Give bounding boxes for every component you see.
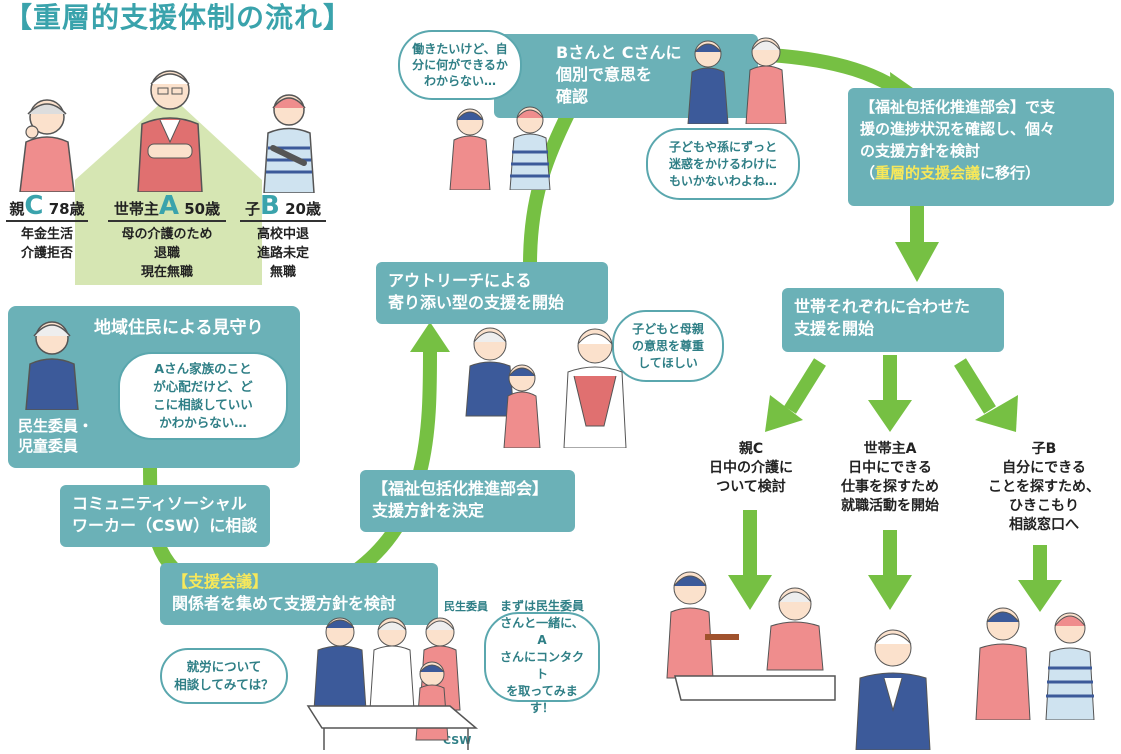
role-head-a: 世帯主A 50歳 母の介護のため退職現在無職 (108, 193, 226, 282)
shaft-branch-c (784, 358, 826, 414)
arrow-branch-c (765, 395, 803, 432)
csw-consult-box: コミュニティソーシャルワーカー（CSW）に相談 (60, 485, 270, 547)
care-scene-illustration (666, 571, 836, 701)
shaft-outcome-a (883, 530, 897, 580)
role-child-b: 子B 20歳 高校中退進路未定無職 (240, 193, 326, 282)
shaft-outcome-c (743, 510, 757, 580)
arrow-branch-a (868, 400, 912, 432)
bubble-want-to-work: 働きたいけど、自分に何ができるかわからない… (398, 30, 522, 100)
confirm-scene-illustration (449, 106, 551, 190)
support-meeting-box: 【支援会議】 関係者を集めて支援方針を検討 (160, 563, 438, 625)
consult-window-illustration (975, 607, 1095, 720)
person-head-a-illustration (137, 70, 203, 192)
arrow-branch-b (975, 395, 1018, 432)
outreach-box: アウトリーチによる寄り添い型の支援を開始 (376, 262, 608, 324)
person-child-b-illustration (263, 94, 315, 193)
person-neighbor-illustration (25, 321, 79, 410)
bubble-employment-suggest: 就労について相談してみては？ (160, 648, 288, 704)
bubble-dont-want-to-burden: 子どもや孫にずっと迷惑をかけるわけにもいかないわよね… (646, 128, 800, 200)
arrow-outcome-c (728, 575, 772, 610)
outreach-scene-illustration (465, 327, 627, 448)
arrow-down-each (895, 242, 939, 282)
arrow-up-outreach (410, 322, 450, 352)
arrow-outcome-a (868, 575, 912, 610)
page-title: 【重層的支援体制の流れ】 (4, 1, 353, 34)
job-hunt-illustration (855, 629, 931, 750)
bubble-neighbor-worry: Aさん家族のことが心配だけど、どこに相談していいかわからない… (118, 352, 288, 440)
community-watch-label: 地域住民による見守り (94, 318, 264, 338)
progress-review-box: 【福祉包括化推進部会】で支 援の進捗状況を確認し、個々 の支援方針を検討 （重層… (848, 88, 1114, 206)
community-roles: 民生委員・児童委員 (18, 417, 94, 455)
person-parent-c-illustration (19, 99, 75, 192)
shaft-branch-a (883, 355, 897, 405)
shaft-outcome-b (1033, 545, 1047, 585)
tag-csw: CSW (443, 734, 472, 747)
tailored-support-box: 世帯それぞれに合わせた支援を開始 (782, 288, 1004, 352)
policy-decision-box: 【福祉包括化推進部会】支援方針を決定 (360, 470, 575, 532)
bubble-respect-wishes: 子どもと母親の意思を尊重してほしい (612, 310, 724, 382)
confirm-scene-elder-illustration (687, 37, 787, 124)
tag-minsei-iin: 民生委員 (444, 600, 488, 613)
shaft-down-each (910, 205, 924, 245)
shaft-branch-b (954, 358, 996, 414)
meeting-scene-illustration (306, 617, 479, 750)
path-meeting-to-outreach (346, 349, 437, 581)
arrow-outcome-b (1018, 580, 1062, 612)
role-parent-c: 親C 78歳 年金生活介護拒否 (6, 193, 88, 263)
